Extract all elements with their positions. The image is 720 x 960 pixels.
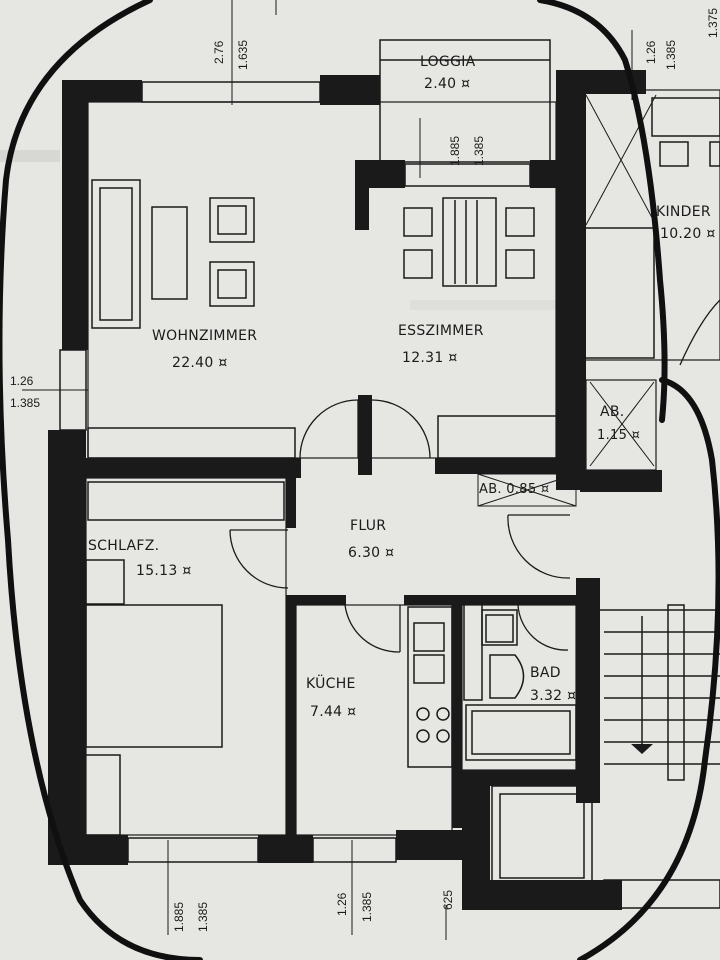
stair-direction-arrow-icon [631,744,653,754]
dimension-left-window-b: 1.385 [10,396,41,410]
room-label-kueche: KÜCHE [306,676,356,692]
room-name: ESSZIMMER [398,323,484,339]
room-area-value: 12.31 [402,350,444,366]
dimension-top-right-b: 1.385 [664,39,678,70]
room-label-esszimmer: ESSZIMMER [398,323,484,339]
room-area-flur: 6.30 ¤ [348,545,394,561]
room-area-wohnzimmer: 22.40 ¤ [172,355,228,371]
room-name: WOHNZIMMER [152,328,258,344]
dimension-top-living-a: 2.76 [212,40,226,64]
dimension-bottom-left-b: 1.385 [196,901,210,932]
room-area-value: 10.20 [660,226,702,242]
room-area-value: 2.40 [424,76,457,92]
dimension-top-living-b: 1.635 [236,39,250,70]
walls [48,70,662,910]
area-unit-mark: ¤ [706,226,716,242]
room-area-kinder: 10.20 ¤ [660,226,716,242]
room-area-loggia: 2.40 ¤ [424,76,470,92]
staircase [600,604,720,781]
room-outlines [85,89,720,836]
room-label-bad: BAD [530,665,561,681]
dimension-loggia-door-a: 1.885 [448,135,462,166]
room-name: KÜCHE [306,676,356,692]
room-area-value: 1.15 [597,428,628,443]
area-unit-mark: ¤ [461,76,471,92]
room-name: AB. [600,404,625,420]
door-swings [229,299,720,653]
furniture [81,97,720,887]
dimension-bottom-right: 625 [441,889,455,910]
area-unit-mark: ¤ [347,704,357,720]
dimension-bottom-left-a: 1.885 [172,901,186,932]
area-unit-mark: ¤ [540,482,550,497]
room-name: KINDER [656,204,711,220]
area-unit-mark: ¤ [385,545,395,561]
room-label-loggia: LOGGIA [420,54,476,70]
area-unit-mark: ¤ [448,350,458,366]
dimension-left-window-a: 1.26 [10,374,34,388]
storage-cross-marks [477,94,657,507]
room-label-kinder: KINDER [656,204,711,220]
dimension-top-right-a: 1.26 [644,40,658,64]
room-area-value: 6.30 [348,545,381,561]
room-label-schlafz: SCHLAFZ. [88,538,159,554]
dimension-bottom-mid-a: 1.26 [335,892,349,916]
area-unit-mark: ¤ [182,563,192,579]
dimension-loggia-door-b: 1.385 [472,135,486,166]
area-unit-mark: ¤ [218,355,228,371]
area-unit-mark: ¤ [567,688,577,704]
room-area-value: 15.13 [136,563,178,579]
room-name: AB. [479,482,502,497]
room-area-schlafz: 15.13 ¤ [136,563,192,579]
room-area-value: 7.44 [310,704,343,720]
room-area-ab-1: 1.15 ¤ [597,428,640,443]
room-name: LOGGIA [420,54,476,70]
room-label-wohnzimmer: WOHNZIMMER [152,328,257,344]
room-name: FLUR [350,518,387,534]
room-area-value: 22.40 [172,355,214,371]
dimension-top-right-partial: 1.375 [706,7,720,38]
area-unit-mark: ¤ [631,428,641,443]
room-area-bad: 3.32 ¤ [530,688,576,704]
dimension-bottom-mid-b: 1.385 [360,891,374,922]
room-area-value: 3.32 [530,688,563,704]
room-label-ab-1: AB. [600,404,625,420]
room-area-kueche: 7.44 ¤ [310,704,356,720]
room-name: SCHLAFZ. [88,538,160,554]
room-area-value: 0.85 [506,482,537,497]
room-label-ab-2: AB. 0.85 ¤ [479,482,549,497]
room-name: BAD [530,665,561,681]
background-bleed-through [0,150,570,310]
room-area-esszimmer: 12.31 ¤ [402,350,458,366]
room-label-flur: FLUR [350,518,386,534]
